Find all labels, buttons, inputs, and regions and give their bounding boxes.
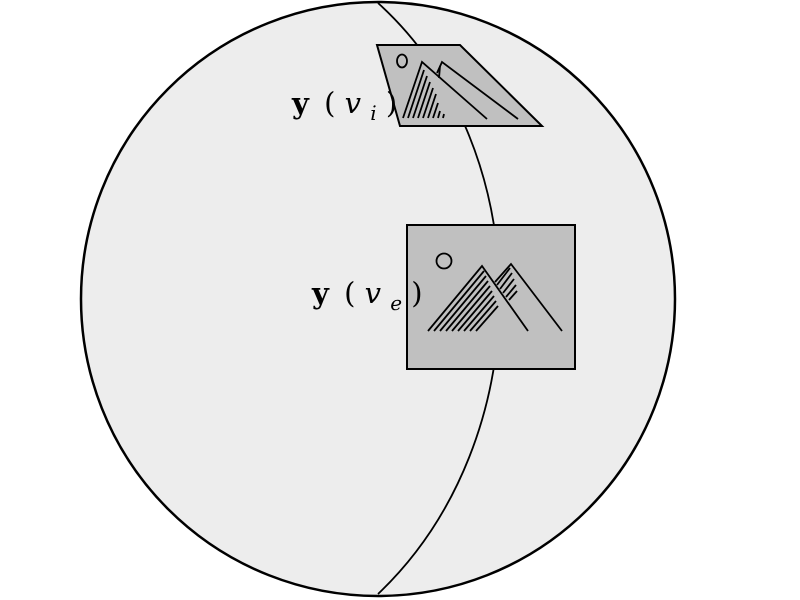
label-center-image: y ( v e ) (311, 276, 423, 317)
label-top-close-paren: ) (386, 86, 397, 120)
label-top-subscript: i (370, 101, 376, 125)
label-center-subscript: e (390, 291, 402, 315)
top-image-thumbnail (375, 44, 545, 127)
label-center-symbol: y (311, 276, 330, 310)
top-image-mountain-icon (402, 60, 519, 120)
label-center-open-paren: ( (344, 276, 355, 310)
center-image-sun-icon (435, 252, 453, 270)
center-image-mountain-icon (427, 262, 563, 332)
label-top-symbol: y (291, 86, 310, 120)
top-image-sun-icon (396, 53, 408, 69)
label-top-var: v (345, 86, 362, 120)
label-center-var: v (365, 276, 382, 310)
sphere (79, 0, 677, 598)
label-top-image: y ( v i ) (291, 86, 397, 127)
label-center-close-paren: ) (411, 276, 422, 310)
center-image-thumbnail (406, 224, 576, 370)
label-top-open-paren: ( (324, 86, 335, 120)
center-image-frame (406, 224, 576, 370)
